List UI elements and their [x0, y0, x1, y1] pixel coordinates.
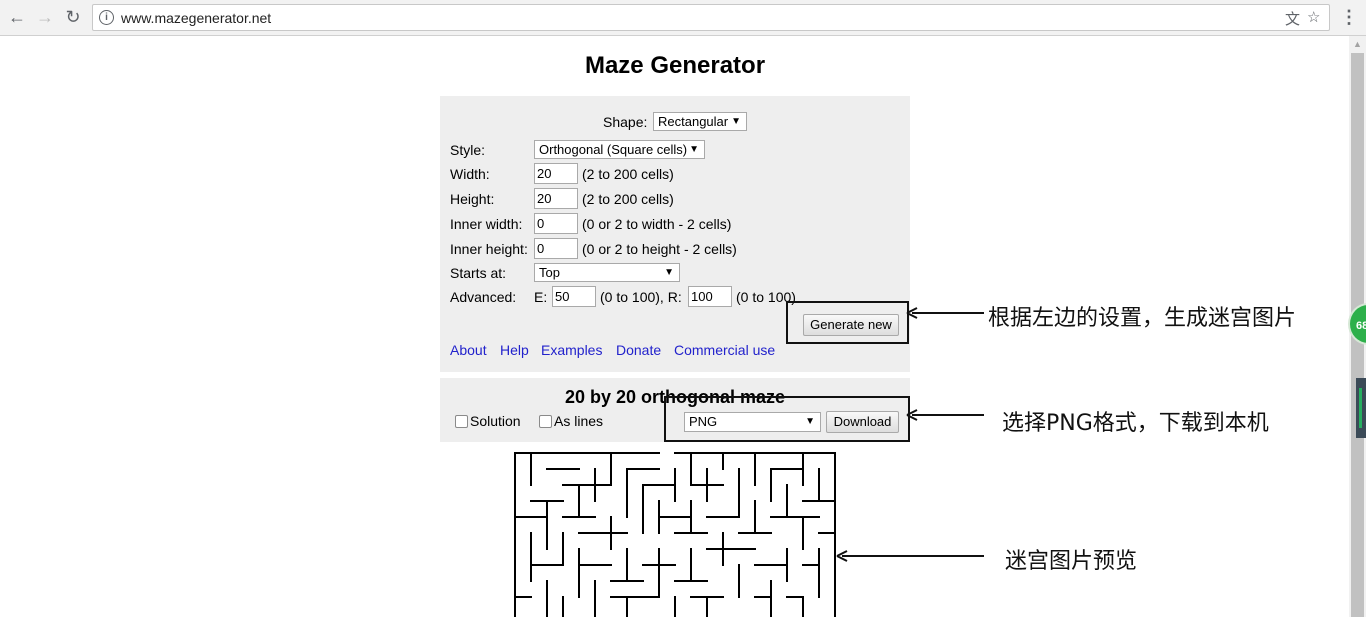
maze-preview-image: [514, 452, 836, 617]
generate-new-button[interactable]: Generate new: [803, 314, 899, 336]
format-select[interactable]: PNG ▼: [684, 412, 821, 432]
style-value: Orthogonal (Square cells): [539, 142, 688, 157]
translate-icon[interactable]: 文: [1285, 11, 1301, 28]
r-hint: (0 to 100): [736, 289, 796, 305]
advanced-label: Advanced:: [450, 289, 517, 305]
chevron-down-icon: ▼: [731, 116, 741, 127]
preview-note: 迷宫图片预览: [1005, 549, 1138, 574]
forward-icon[interactable]: →: [36, 7, 54, 27]
solution-label: Solution: [470, 413, 521, 429]
inner-height-input[interactable]: 0: [534, 238, 578, 259]
download-note: 选择PNG格式，下载到本机: [1002, 411, 1269, 436]
about-link[interactable]: About: [450, 342, 487, 358]
height-hint: (2 to 200 cells): [582, 191, 674, 207]
reload-icon[interactable]: ↻: [65, 7, 81, 27]
e-hint: (0 to 100), R:: [600, 289, 682, 305]
style-select[interactable]: Orthogonal (Square cells)▼: [534, 140, 705, 159]
solution-checkbox[interactable]: [455, 415, 468, 428]
starts-value: Top: [539, 265, 560, 280]
chevron-down-icon: ▼: [664, 267, 674, 278]
height-input[interactable]: 20: [534, 188, 578, 209]
as-lines-checkbox[interactable]: [539, 415, 552, 428]
e-input[interactable]: 50: [552, 286, 596, 307]
browser-toolbar: ← → ↻ i www.mazegenerator.net 文 ☆ ⋮: [0, 0, 1366, 36]
shape-label: Shape:: [603, 114, 648, 130]
width-hint: (2 to 200 cells): [582, 166, 674, 182]
info-icon[interactable]: i: [99, 10, 114, 25]
scroll-up-icon[interactable]: ▲: [1353, 39, 1362, 49]
commercial-use-link[interactable]: Commercial use: [674, 342, 776, 358]
inner-width-hint: (0 or 2 to width - 2 cells): [582, 216, 732, 232]
inner-width-label: Inner width:: [450, 216, 523, 232]
menu-icon[interactable]: ⋮: [1340, 7, 1358, 27]
style-label: Style:: [450, 142, 486, 158]
help-link[interactable]: Help: [500, 342, 529, 358]
arrow-icon: [906, 307, 984, 319]
maze-panel: Solution As lines PNG ▼ Download: [440, 378, 910, 442]
generate-highlight-box: [786, 301, 909, 344]
format-value: PNG: [689, 414, 718, 429]
starts-label: Starts at:: [450, 265, 507, 281]
star-icon[interactable]: ☆: [1307, 9, 1321, 26]
width-label: Width:: [450, 166, 490, 182]
download-highlight-box: [664, 396, 910, 442]
chevron-down-icon: ▼: [689, 144, 699, 155]
e-label: E:: [534, 289, 548, 305]
download-button[interactable]: Download: [826, 411, 899, 433]
generate-note: 根据左边的设置，生成迷宫图片: [988, 306, 1297, 331]
r-input[interactable]: 100: [688, 286, 732, 307]
inner-width-input[interactable]: 0: [534, 213, 578, 234]
page-title: Maze Generator: [584, 52, 766, 79]
donate-link[interactable]: Donate: [616, 342, 662, 358]
inner-height-hint: (0 or 2 to height - 2 cells): [582, 241, 737, 257]
width-input[interactable]: 20: [534, 163, 578, 184]
shape-value: Rectangular: [658, 114, 729, 129]
height-label: Height:: [450, 191, 495, 207]
as-lines-label: As lines: [554, 413, 604, 429]
shape-select[interactable]: Rectangular▼: [653, 112, 747, 131]
examples-link[interactable]: Examples: [541, 342, 603, 358]
url-text[interactable]: www.mazegenerator.net: [121, 10, 272, 26]
back-icon[interactable]: ←: [8, 7, 26, 27]
chevron-down-icon: ▼: [805, 416, 815, 427]
inner-height-label: Inner height:: [450, 241, 528, 257]
meter-widget: [1356, 378, 1366, 438]
arrow-icon: [906, 409, 984, 421]
starts-select[interactable]: Top ▼: [534, 263, 680, 282]
settings-panel: Shape: Rectangular▼ Style: Orthogonal (S…: [440, 96, 910, 372]
address-bar[interactable]: i www.mazegenerator.net 文 ☆: [92, 4, 1330, 31]
arrow-icon: [836, 550, 984, 562]
